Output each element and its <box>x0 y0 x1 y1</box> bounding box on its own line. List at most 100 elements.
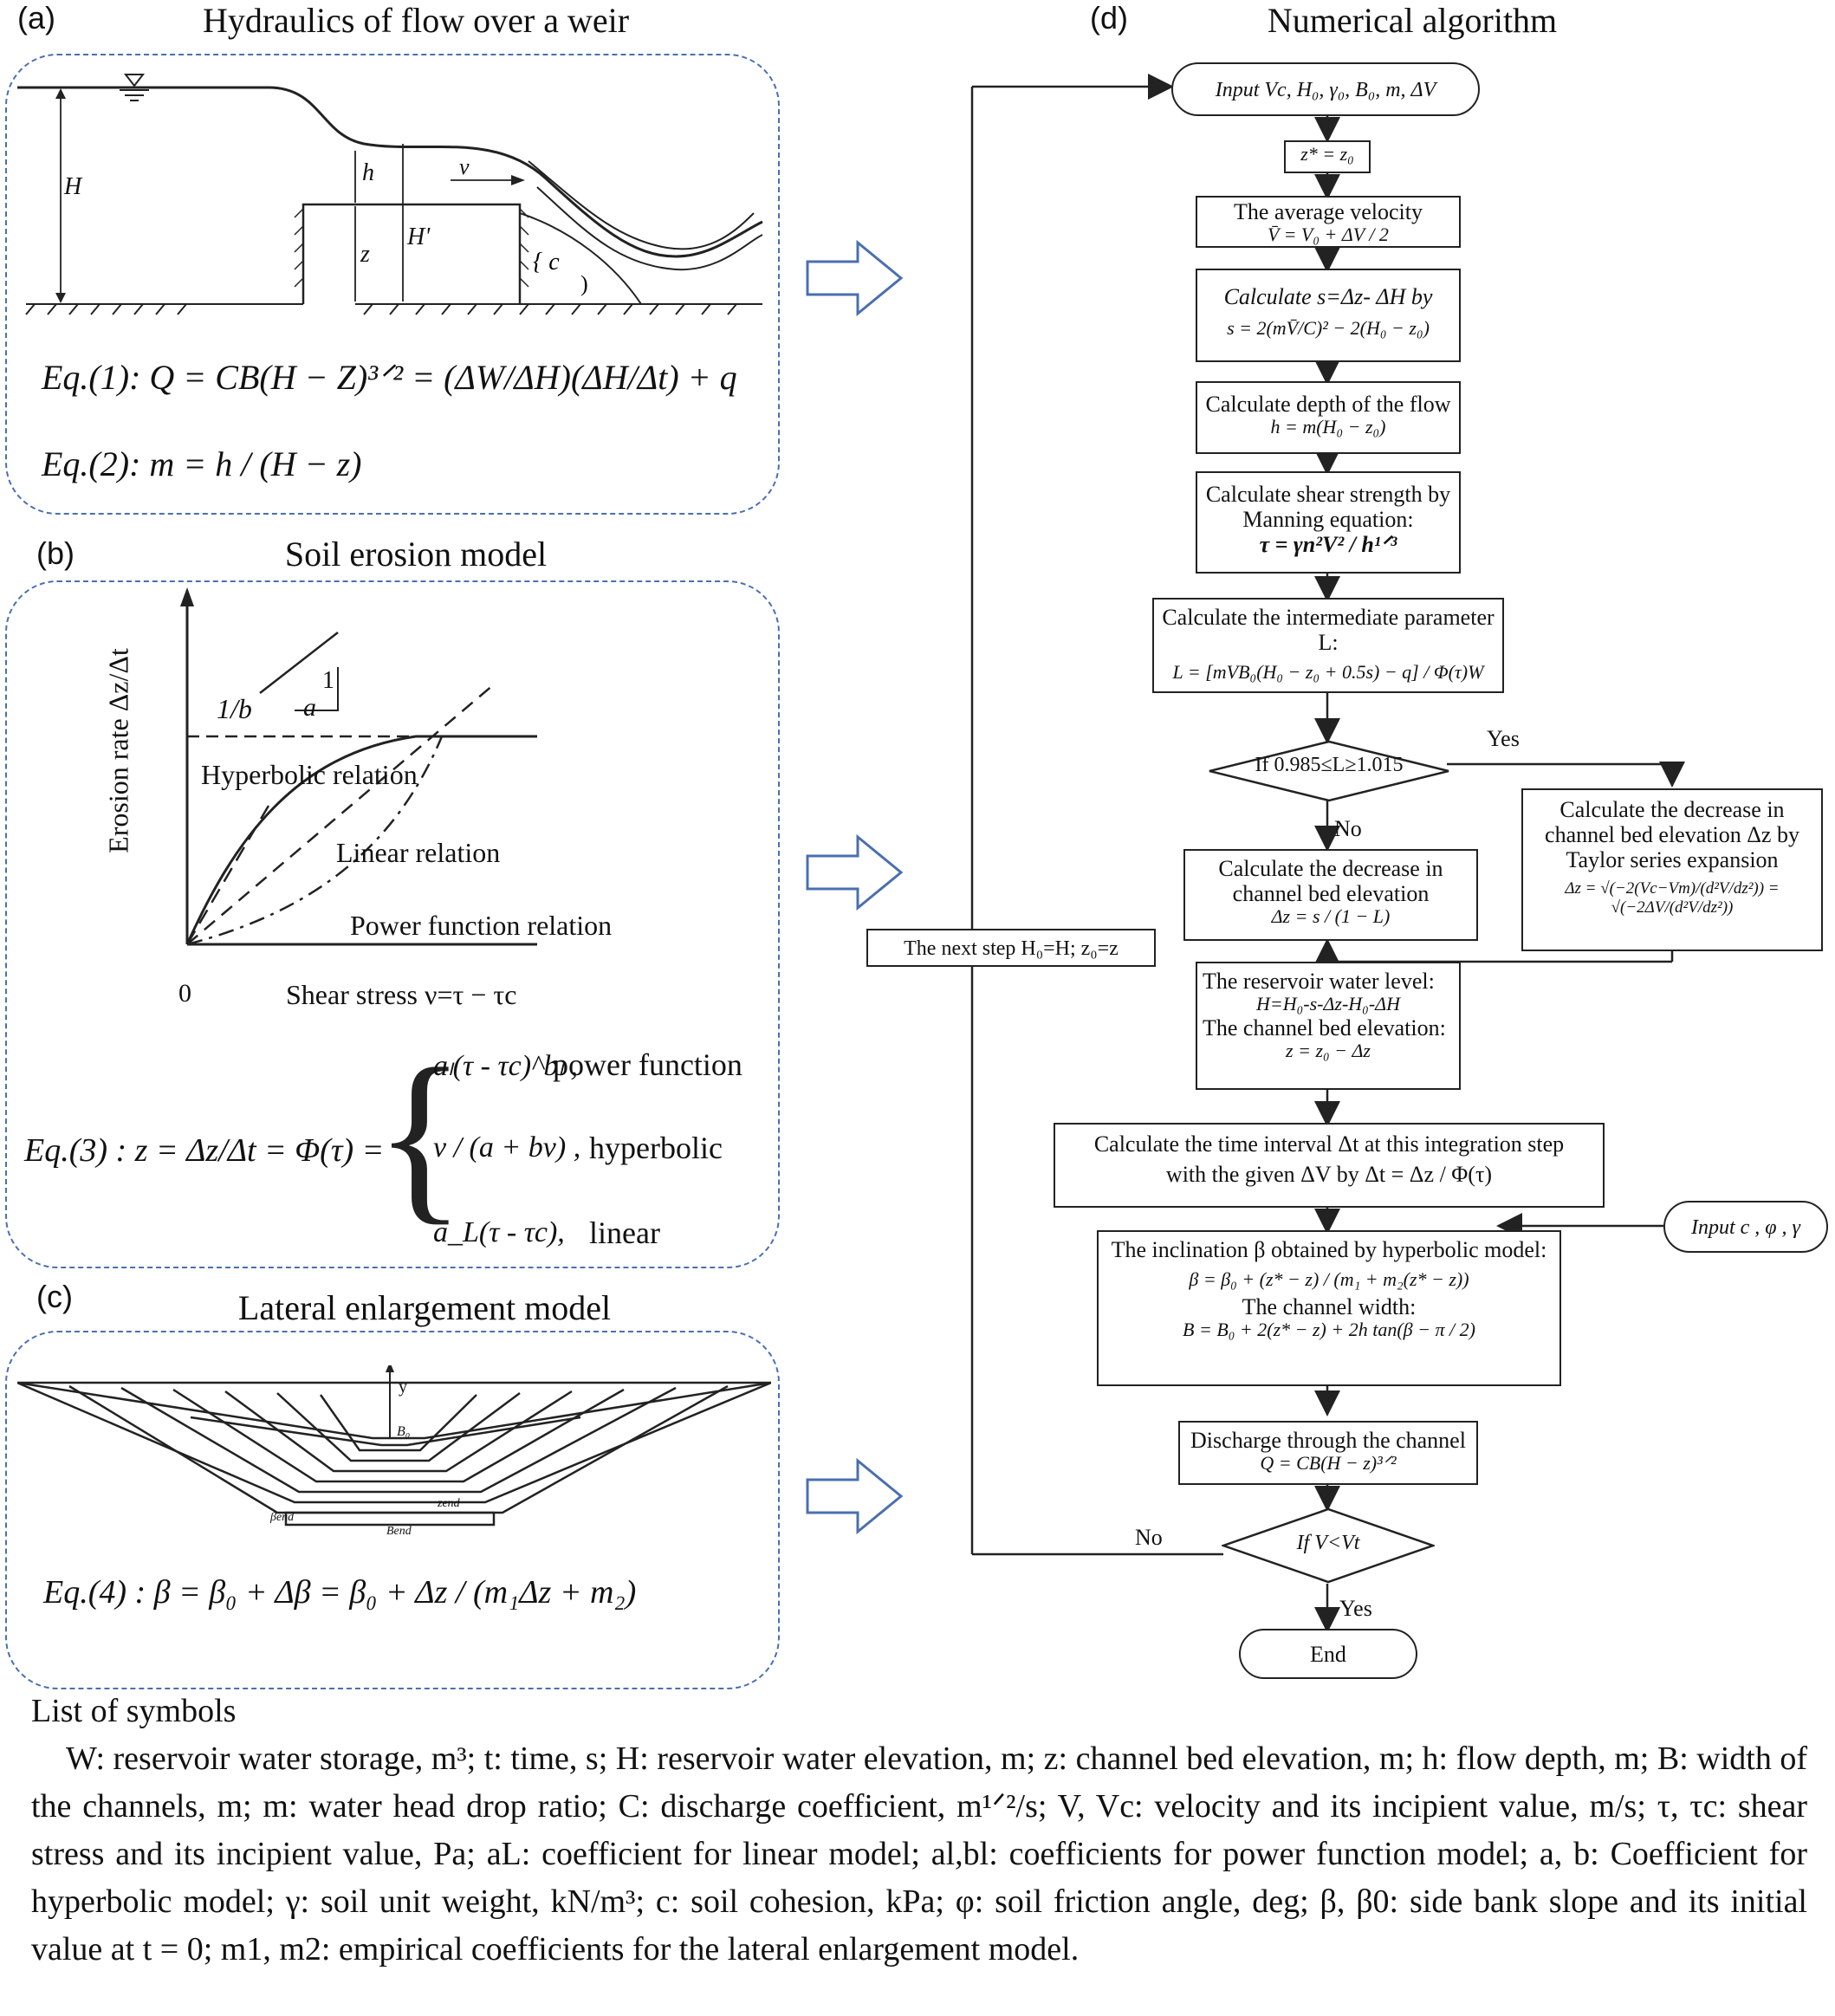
avg-velocity-title: The average velocity <box>1234 199 1423 224</box>
channel-zend-label: zend <box>438 1497 460 1510</box>
one-over-b-label: 1/b <box>217 693 252 724</box>
calc-L-title: Calculate the intermediate parameter L: <box>1162 605 1495 656</box>
decision-V-yes: Yes <box>1339 1596 1372 1621</box>
symbols-text: W: reservoir water storage, m³; t: time,… <box>31 1741 1807 1968</box>
equation-3-case-2-name: hyperbolic <box>589 1131 723 1165</box>
decision-L-text: If 0.985≤L≥1.015 <box>1255 754 1404 776</box>
flow-avg-velocity-node: The average velocity V̄ = V₀ + ΔV / 2 <box>1196 196 1461 248</box>
flow-decision-V-diamond <box>1222 1507 1435 1584</box>
decrease-left-title: Calculate the decrease in channel bed el… <box>1218 856 1443 907</box>
flow-inclination-node: The inclination β obtained by hyperbolic… <box>1097 1230 1561 1386</box>
slope-a-label: a <box>303 693 316 722</box>
inclination-title: The inclination β obtained by hyperbolic… <box>1111 1237 1547 1262</box>
panel-d-title: Numerical algorithm <box>1267 1 1558 40</box>
equation-3-case-3-name: linear <box>589 1215 660 1250</box>
slope-1-label: 1 <box>322 667 334 694</box>
decrease-right-formula: Δz = √(−2(Vc−Vm)/(d²V/dz²)) = √(−2ΔV/(d²… <box>1565 879 1780 917</box>
equation-4: Eq.(4) : β = β₀ + Δβ = β₀ + Δz / (m₁Δz +… <box>43 1574 637 1611</box>
origin-label: 0 <box>178 979 191 1008</box>
flow-calc-depth-node: Calculate depth of the flow h = m(H₀ − z… <box>1196 381 1461 454</box>
equation-3-lhs: Eq.(3) : z = Δz/Δt = Φ(τ) = <box>24 1132 385 1169</box>
flow-calc-L-node: Calculate the intermediate parameter L: … <box>1152 598 1504 693</box>
channel-b0-label: B₀ <box>397 1424 411 1439</box>
label-Hprime: H' <box>407 224 431 250</box>
time-interval-line2: with the given ΔV by Δt = Δz / Φ(τ) <box>1165 1162 1493 1188</box>
equation-3-case-1-expr: aₗ(τ - τc)^bₗ , <box>433 1050 579 1082</box>
label-H: H <box>64 173 82 200</box>
equation-3-case-3-expr: a_L(τ - τc), <box>433 1216 565 1248</box>
flowchart-connectors <box>970 74 1685 1633</box>
arrow-c-to-d <box>806 1457 904 1535</box>
bed-formula: z = z₀ − Δz <box>1286 1039 1371 1061</box>
equation-3-case-2-expr: ν / (a + bν) , <box>433 1131 581 1164</box>
panel-c-box <box>5 1331 780 1689</box>
label-v: v <box>459 154 470 179</box>
flow-decrease-left-node: Calculate the decrease in channel bed el… <box>1183 849 1478 941</box>
channel-section-diagram <box>17 1365 771 1527</box>
calc-shear-formula: τ = γn²V² / h¹ᐟ³ <box>1259 532 1397 558</box>
channel-y-label: y <box>399 1377 407 1397</box>
label-z: z <box>360 241 370 268</box>
calc-shear-title: Calculate shear strength by Manning equa… <box>1205 482 1451 533</box>
decrease-left-formula: Δz = s / (1 − L) <box>1271 905 1391 928</box>
equation-1: Eq.(1): Q = CB(H − Z)³ᐟ² = (ΔW/ΔH)(ΔH/Δt… <box>42 358 737 397</box>
width-formula: B = B₀ + 2(z* − z) + 2h tan(β − π / 2) <box>1183 1318 1475 1340</box>
flow-input2-node: Input c , φ , γ <box>1663 1201 1828 1253</box>
width-title: The channel width: <box>1242 1293 1417 1319</box>
panel-a-tag: (a) <box>17 0 55 36</box>
calc-L-formula: L = [mVB₀(H₀ − z₀ + 0.5s) − q] / Φ(τ)W <box>1172 661 1484 684</box>
flow-input-node: Input Vc, H₀, γ₀, B₀, m, ΔV <box>1171 62 1480 116</box>
discharge-title: Discharge through the channel <box>1190 1428 1466 1453</box>
weir-diagram: { c ) <box>17 74 763 315</box>
channel-bend-label: Bend <box>386 1525 412 1538</box>
svg-text:): ) <box>580 271 588 296</box>
bed-title: The channel bed elevation: <box>1203 1014 1446 1040</box>
flow-calc-shear-node: Calculate shear strength by Manning equa… <box>1196 471 1461 574</box>
avg-velocity-formula: V̄ = V₀ + ΔV / 2 <box>1268 224 1389 246</box>
symbols-list: List of symbols W: reservoir water stora… <box>31 1688 1807 1974</box>
svg-text:{ c: { c <box>533 249 560 275</box>
calc-s-formula: s = 2(mV̄/C)² − 2(H₀ − z₀) <box>1227 317 1430 340</box>
symbols-heading: List of symbols <box>31 1693 237 1729</box>
decision-V-no: No <box>1135 1525 1163 1550</box>
panel-d-tag: (d) <box>1090 0 1128 36</box>
flow-end-node: End <box>1239 1629 1417 1679</box>
erosion-chart <box>180 587 537 946</box>
power-label: Power function relation <box>350 910 613 941</box>
flow-decision-L-diamond <box>1209 740 1449 802</box>
decision-L-yes: Yes <box>1487 726 1520 751</box>
arrow-a-to-d <box>806 239 904 317</box>
y-axis-label: Erosion rate Δz/Δt <box>102 648 134 853</box>
panel-c-title: Lateral enlargement model <box>237 1288 612 1327</box>
channel-beta-end-label: βend <box>270 1511 295 1524</box>
panel-b-title: Soil erosion model <box>284 535 548 574</box>
panel-b-tag: (b) <box>36 535 75 571</box>
flow-discharge-node: Discharge through the channel Q = CB(H −… <box>1178 1421 1478 1485</box>
flow-time-interval-node: Calculate the time interval Δt at this i… <box>1054 1123 1605 1208</box>
calc-depth-title: Calculate depth of the flow <box>1205 392 1451 417</box>
label-h: h <box>362 159 374 186</box>
time-interval-line1: Calculate the time interval Δt at this i… <box>1093 1131 1565 1157</box>
flow-reservoir-node: The reservoir water level: H=H₀-s-Δz-H₀-… <box>1196 962 1461 1090</box>
arrow-b-to-d <box>806 833 904 911</box>
calc-depth-formula: h = m(H₀ − z₀) <box>1270 416 1386 438</box>
flow-z-init-node: z* = z₀ <box>1284 140 1371 173</box>
decision-V-text: If V<Vt <box>1296 1532 1360 1554</box>
equation-3-case-1-name: power function <box>553 1047 742 1082</box>
equation-2: Eq.(2): m = h / (H − z) <box>42 444 362 483</box>
reservoir-formula: H=H₀-s-Δz-H₀-ΔH <box>1256 993 1400 1015</box>
linear-label: Linear relation <box>336 837 501 868</box>
decrease-right-title: Calculate the decrease in channel bed el… <box>1545 797 1799 873</box>
flow-decrease-right-node: Calculate the decrease in channel bed el… <box>1521 788 1823 951</box>
panel-b-box <box>5 580 780 1268</box>
decision-L-no: No <box>1334 816 1362 841</box>
hyperbolic-label: Hyperbolic relation <box>201 759 418 790</box>
x-axis-label: Shear stress ν=τ − τc <box>286 979 517 1010</box>
equation-3-brace: { <box>374 1029 466 1241</box>
flow-next-step-node: The next step H₀=H; z₀=z <box>866 929 1156 967</box>
discharge-formula: Q = CB(H − z)³ᐟ² <box>1260 1452 1397 1475</box>
panel-c-tag: (c) <box>36 1279 73 1314</box>
panel-a-title: Hydraulics of flow over a weir <box>202 1 630 40</box>
panel-a-box <box>5 54 780 515</box>
flow-calc-s-node: Calculate s=Δz- ΔH by s = 2(mV̄/C)² − 2(… <box>1196 269 1461 362</box>
